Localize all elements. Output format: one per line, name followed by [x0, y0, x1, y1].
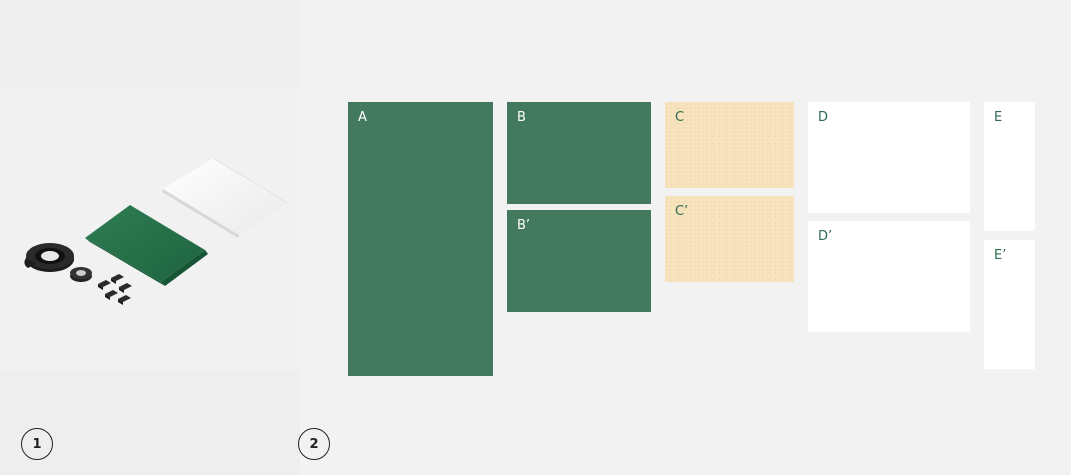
piece-B-label: B: [517, 110, 526, 125]
piece-D-label: D: [818, 110, 828, 125]
piece-C: C: [665, 102, 794, 188]
piece-E-prime-label: E’: [994, 248, 1006, 263]
piece-B-prime: B’: [507, 210, 651, 312]
piece-E-label: E: [994, 110, 1002, 125]
step-1-number: 1: [32, 437, 41, 452]
piece-C-label: C: [675, 110, 684, 125]
kit-svg: [0, 88, 300, 371]
panel-bottom-band: [0, 371, 300, 475]
step-2-badge: 2: [298, 428, 330, 460]
piece-B-prime-label: B’: [517, 218, 530, 233]
piece-C-prime-label: C’: [675, 204, 688, 219]
green-sheet-icon: [85, 205, 208, 286]
piece-E-prime: E’: [984, 240, 1035, 369]
cutting-layout-panel: A B B’ C C’ D D’ E E’ 2: [300, 0, 1071, 475]
piece-A-label: A: [358, 110, 367, 125]
piece-D: D: [808, 102, 970, 213]
piece-A: A: [348, 102, 493, 376]
piece-C-prime: C’: [665, 196, 794, 282]
kit-panel: 1: [0, 0, 300, 475]
kit-parts-illustration: [0, 88, 300, 371]
tape-roll-icon: [24, 243, 74, 272]
step-2-number: 2: [309, 437, 318, 452]
small-roll-icon: [70, 267, 92, 282]
panel-top-band: [0, 0, 300, 88]
clips-icon: [98, 274, 132, 305]
piece-B: B: [507, 102, 651, 204]
piece-D-prime: D’: [808, 221, 970, 332]
piece-D-prime-label: D’: [818, 229, 832, 244]
step-1-badge: 1: [21, 428, 53, 460]
white-sheet-icon: [162, 158, 288, 238]
piece-E: E: [984, 102, 1035, 231]
